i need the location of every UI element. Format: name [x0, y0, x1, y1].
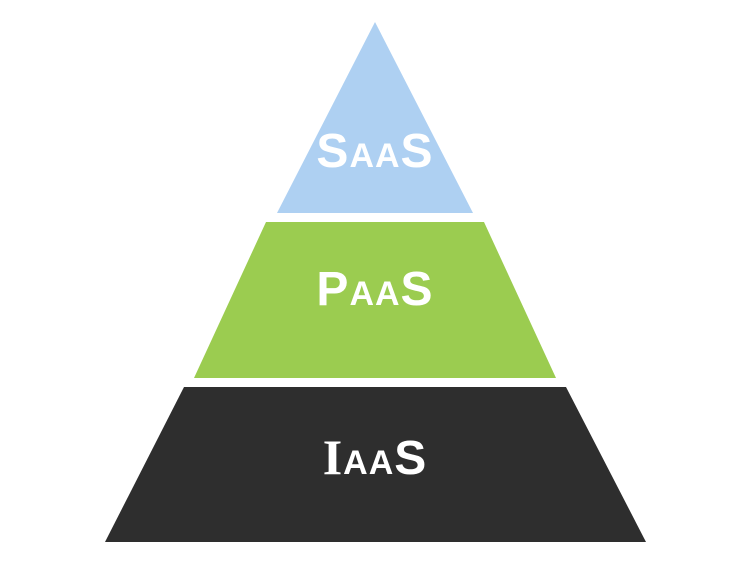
tier-shape-iaas[interactable]: [105, 387, 646, 542]
tier-shape-saas[interactable]: [277, 22, 473, 213]
tier-shape-paas[interactable]: [194, 222, 556, 378]
